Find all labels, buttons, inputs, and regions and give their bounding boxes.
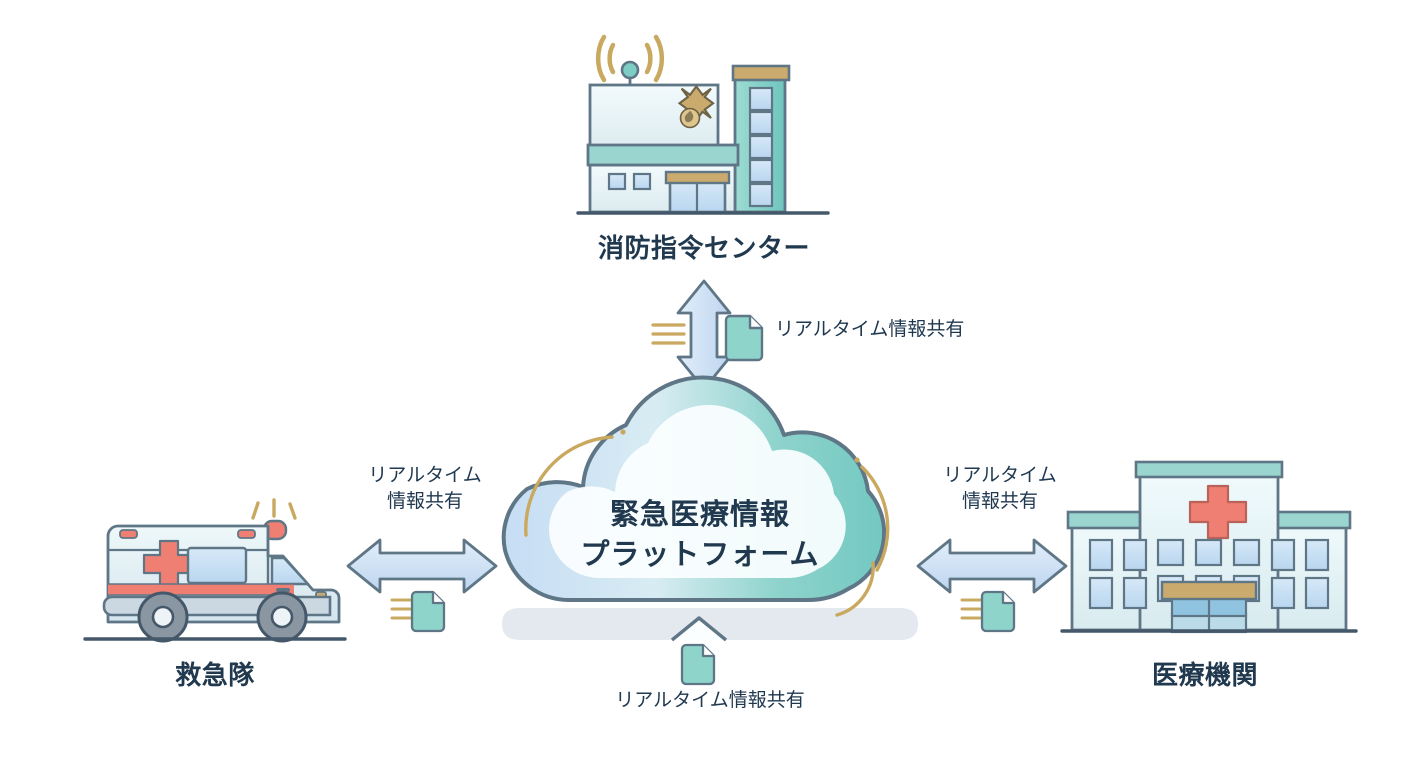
hospital-wing-windows	[1088, 538, 1330, 610]
roof-marker-light	[119, 529, 138, 539]
cloud-accent-arcs	[524, 429, 890, 617]
flow-label-left-line1: リアルタイム	[368, 465, 482, 486]
fire-department-emblem-icon	[677, 84, 715, 129]
node-label-ambulance: 救急隊	[175, 660, 255, 690]
flow-label-bottom: リアルタイム情報共有	[520, 688, 900, 714]
cloud-bottom-notch	[670, 616, 728, 642]
ambulance-door-handle	[276, 588, 290, 592]
flow-label-right: リアルタイム 情報共有	[875, 463, 1125, 515]
ambulance-side-window	[186, 546, 248, 585]
cloud-title-line2: プラットフォーム	[580, 539, 820, 571]
roof-marker-light	[237, 529, 256, 539]
station-canopy	[586, 143, 740, 167]
cloud-title-line1: 緊急医療情報	[609, 499, 790, 531]
flow-label-right-line2: 情報共有	[961, 491, 1038, 512]
document-icon	[980, 590, 1016, 633]
flow-arrow-right	[916, 538, 1068, 594]
node-label-dispatch: 消防指令センター	[597, 233, 810, 263]
hospital-icon	[1060, 460, 1358, 634]
station-window	[632, 172, 652, 191]
station-door-awning	[664, 170, 731, 185]
radio-wave-icon	[595, 34, 665, 83]
hospital-roof-cap	[1134, 460, 1284, 479]
document-icon	[680, 643, 716, 686]
flow-lines-left	[390, 598, 412, 620]
flow-arrow-top	[676, 279, 732, 391]
flow-lines-top	[651, 323, 686, 345]
flow-label-right-line1: リアルタイム	[943, 465, 1057, 486]
ambulance-stripe	[108, 584, 294, 595]
cloud-platform[interactable]	[501, 375, 918, 642]
station-tower-windows	[748, 86, 774, 208]
flow-arrow-left	[346, 538, 498, 594]
node-label-hospital: 医療機関	[1151, 660, 1258, 690]
ambulance-icon	[83, 498, 347, 643]
flow-label-top: リアルタイム情報共有	[775, 317, 964, 343]
document-icon	[410, 590, 446, 633]
red-cross-icon	[1188, 484, 1248, 540]
hospital-entrance-awning	[1160, 580, 1258, 601]
station-window	[607, 172, 627, 191]
document-icon	[724, 314, 764, 362]
antenna-ball-icon	[620, 60, 640, 80]
flow-label-left: リアルタイム 情報共有	[300, 463, 550, 515]
fire-dispatch-center-icon	[576, 34, 830, 215]
station-tower-cap	[731, 64, 791, 82]
flow-label-bottom-line1: リアルタイム情報共有	[615, 690, 805, 711]
ambulance-cab-window	[270, 556, 310, 586]
flow-label-top-line1: リアルタイム情報共有	[775, 319, 965, 340]
flow-label-left-line2: 情報共有	[386, 491, 463, 512]
flow-lines-right	[960, 598, 982, 620]
cloud-inner-highlight	[549, 405, 846, 579]
siren-rays-icon	[251, 498, 297, 520]
